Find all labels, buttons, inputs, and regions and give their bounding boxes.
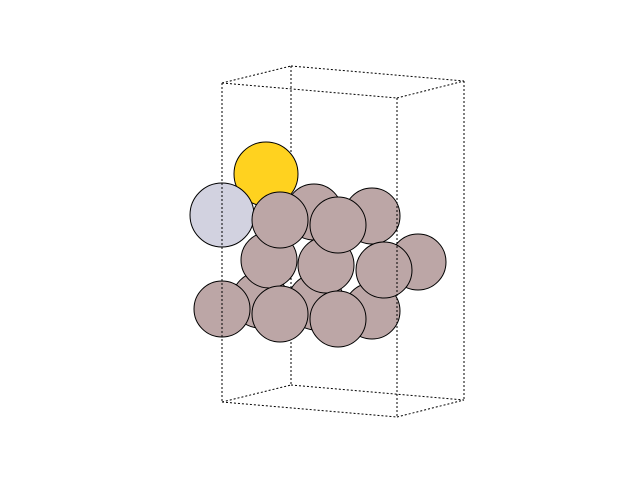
cell-edge	[221, 82, 398, 99]
cell-edge	[221, 401, 398, 418]
atom-substrate	[251, 285, 309, 343]
atom-substrate	[309, 196, 367, 254]
cell-edge	[396, 80, 465, 99]
cell-edge	[290, 384, 465, 401]
cell-edge	[221, 65, 292, 84]
unit-cell-front-edges	[221, 80, 465, 418]
cell-edge	[396, 399, 465, 418]
atom-substrate	[309, 290, 367, 348]
atoms	[189, 141, 447, 348]
cell-edge	[290, 65, 465, 82]
atom-substrate	[355, 241, 413, 299]
atom-substrate	[251, 191, 309, 249]
cell-edge	[221, 384, 292, 403]
